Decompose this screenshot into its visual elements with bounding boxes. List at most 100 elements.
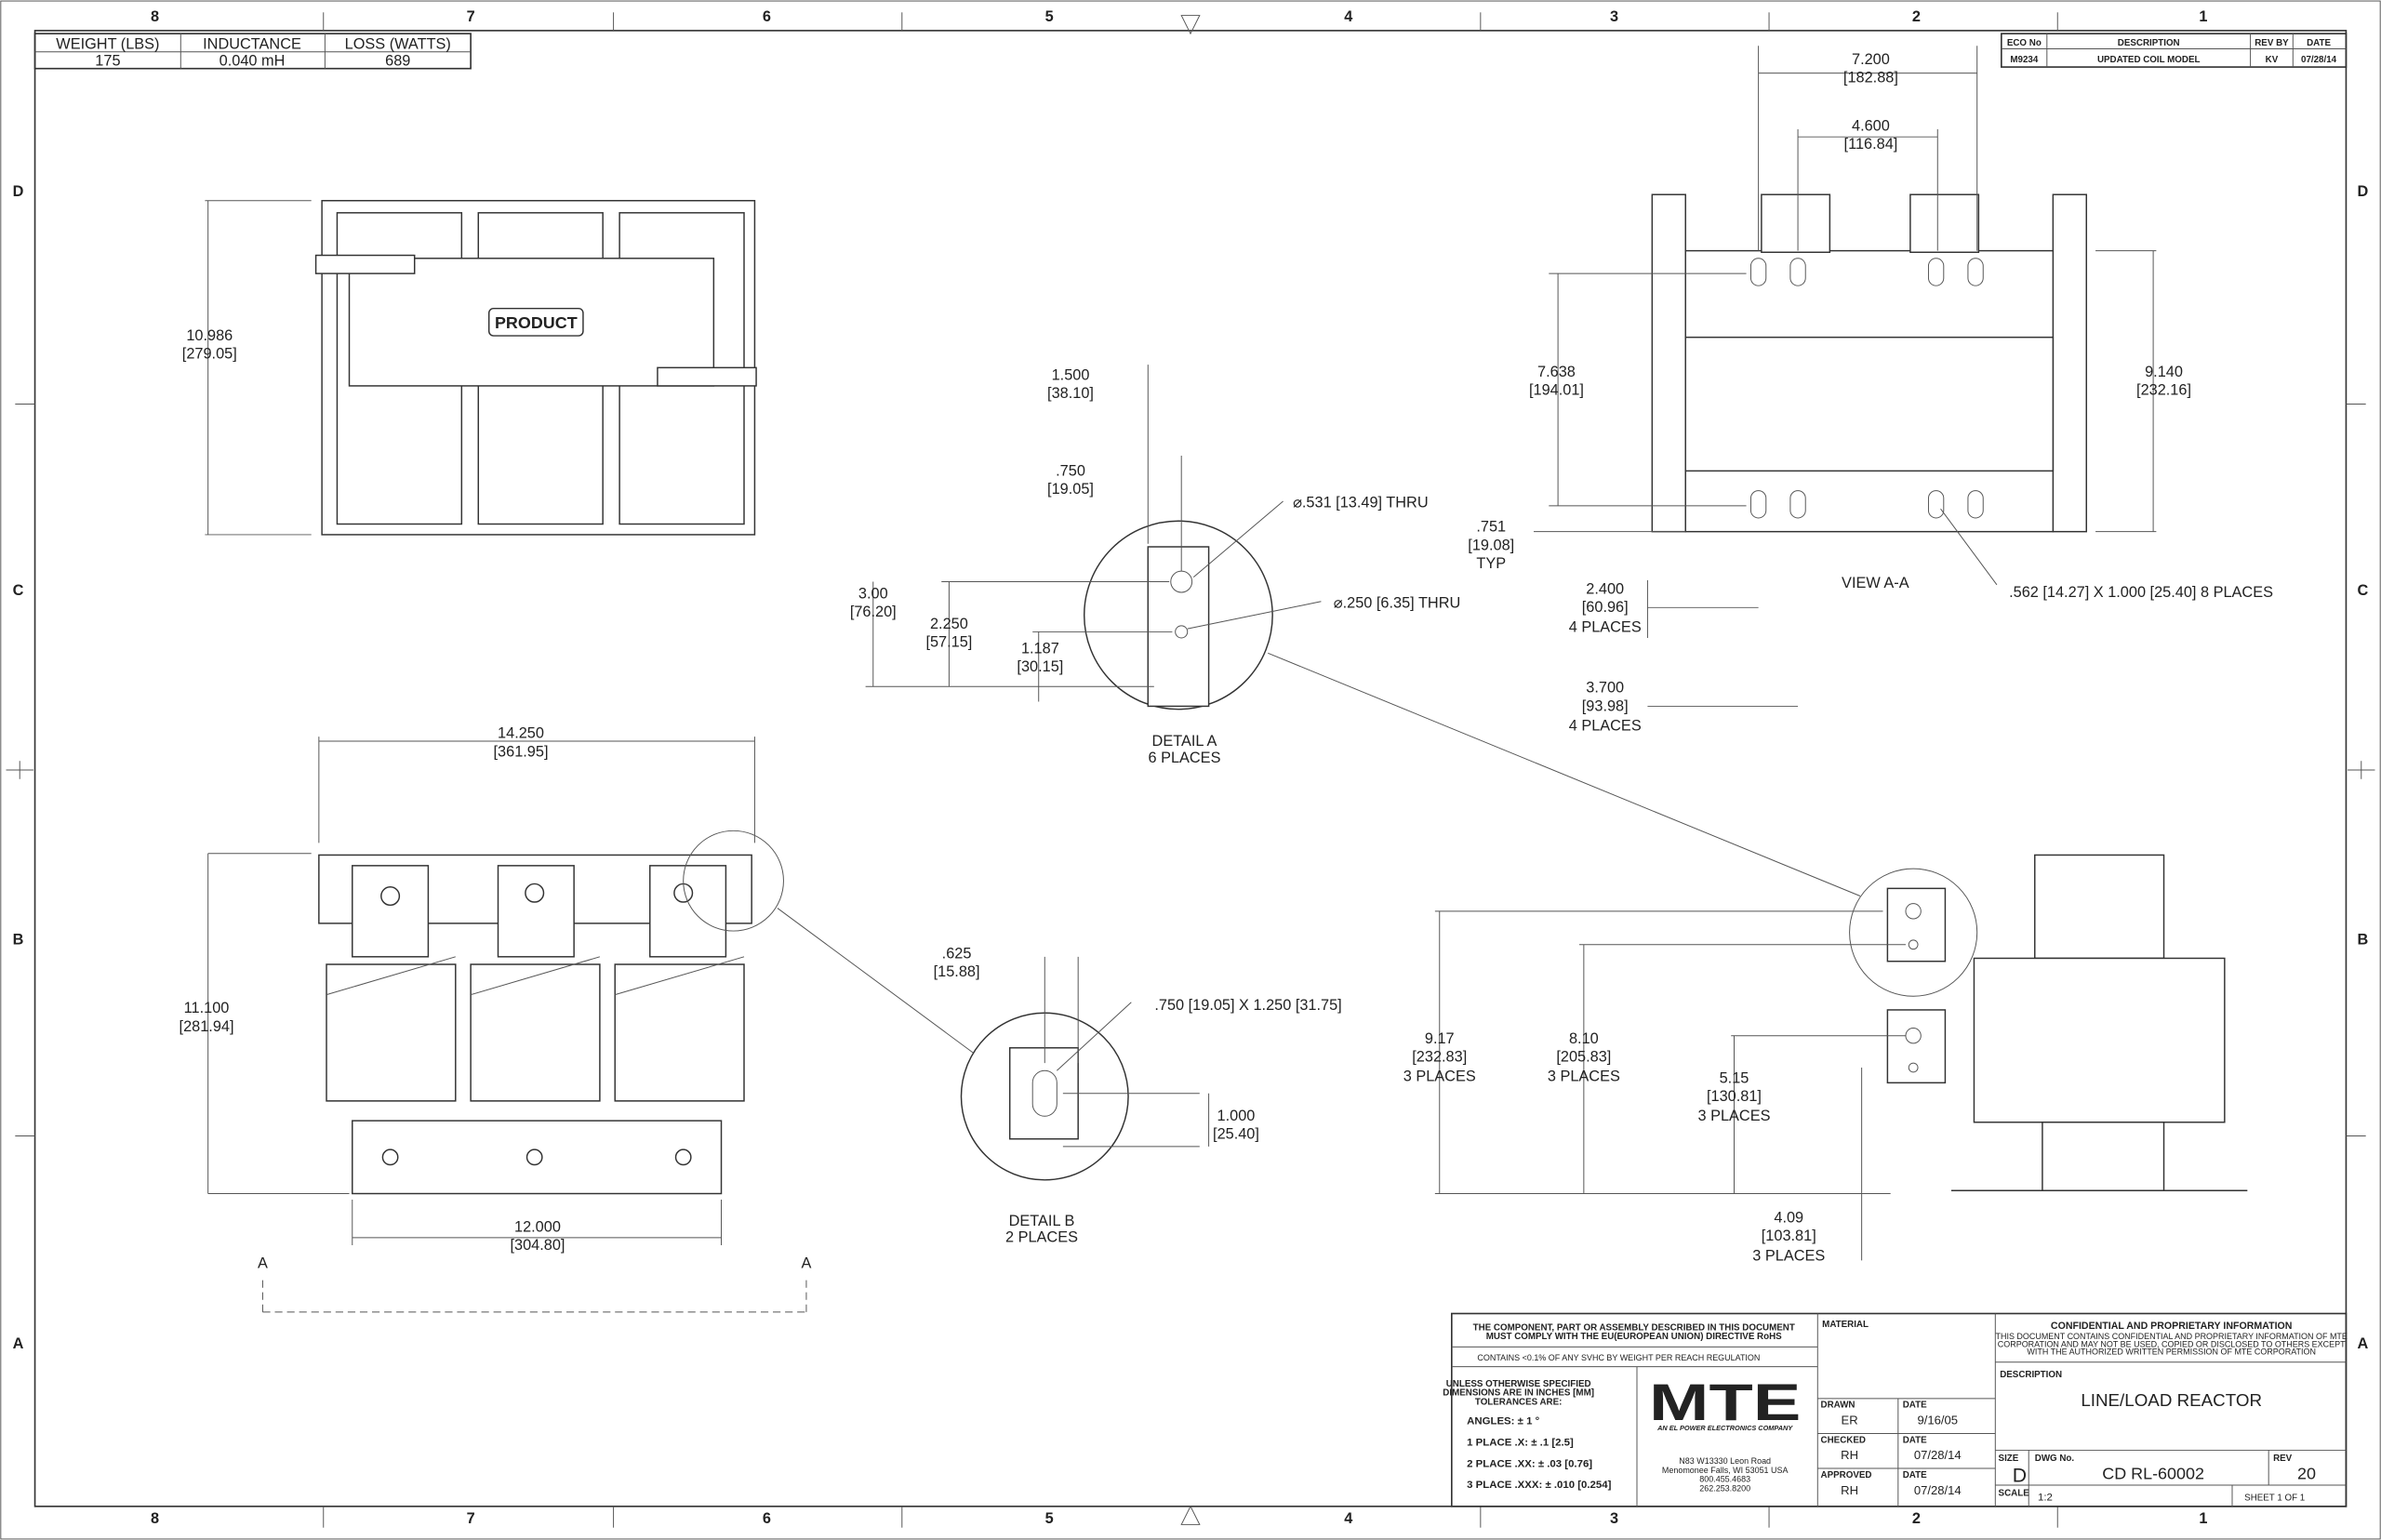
dim-3700: 3.700[93.98]4 PLACES [1569,680,1642,735]
drawing-line [1886,1009,1947,1084]
drawing-text: [15.88] [934,963,980,980]
drawing-text: 2.400 [1586,581,1624,598]
dim-slot-562: .562 [14.27] X 1.000 [25.40] 8 PLACES [2009,584,2273,601]
side-view-reactor [1434,854,2248,1261]
drawing-text: DETAIL B [1009,1213,1075,1229]
drawing-text: 1:2 [2038,1492,2053,1503]
drawing-text: .751 [1476,519,1506,536]
drawing-text: 1.187 [1021,640,1059,657]
drawing-text: .750 [1056,462,1085,479]
dim-300: 3.00[76.20] [850,586,897,621]
drawing-line [1451,1312,2348,1507]
dim-7200: 7.200[182.88] [1843,51,1898,86]
drawing-text: 4.09 [1774,1210,1803,1227]
drawing-text: D [2013,1466,2027,1487]
drawing-text: 2 PLACES [1005,1229,1078,1246]
drawing-line [381,1148,399,1166]
drawing-text: [25.40] [1213,1126,1259,1143]
detail-a [865,365,1861,896]
dim-751: .751[19.08] TYP [1468,519,1514,572]
dim-409: 4.09[103.81]3 PLACES [1752,1210,1825,1265]
drawing-text: 1.500 [1052,366,1090,383]
drawing-line [352,865,430,958]
drawing-text: TOLERANCES ARE: [1475,1397,1562,1407]
drawing-line [6,15,2375,1525]
drawing-line [1973,957,2226,1123]
drawing-line [1651,193,1686,533]
drawing-text: .625 [942,945,972,962]
dim-2400: 2.400[60.96]4 PLACES [1569,581,1642,636]
drawing-text: 12.000 [514,1218,561,1235]
dim-2250: 2.250[57.15] [925,616,972,651]
drawing-line [1451,1313,2347,1507]
drawing-text: CHECKED [1821,1435,1866,1445]
drawing-text: 4 [1344,8,1352,25]
drawing-text: WEIGHT (LBS) [56,35,159,52]
drawing-text: 8 [151,8,159,25]
drawing-text: 3.700 [1586,680,1624,697]
drawing-text: [19.08] [1468,537,1514,553]
drawing-line [2001,33,2348,68]
drawing-text: 1 [2199,1510,2207,1527]
dim-7638: 7.638[194.01] [1529,364,1584,399]
drawing-line [497,865,575,958]
dim-hole-250: ⌀.250 [6.35] THRU [1334,594,1460,611]
drawing-text: THIS DOCUMENT CONTAINS CONFIDENTIAL AND … [1996,1332,2348,1341]
drawing-text: A [13,1335,24,1352]
drawing-line [1749,258,1767,286]
drawing-text: [103.81] [1762,1228,1816,1244]
drawing-text: ER [1842,1414,1858,1427]
drawing-text: [130.81] [1707,1088,1762,1105]
drawing-text: 3 [1610,8,1618,25]
drawing-text: 175 [95,52,120,69]
drawing-text: 07/28/14 [2301,55,2337,65]
drawing-text: 2 [1912,1510,1921,1527]
drawing-text: ECO No [2007,38,2042,48]
drawing-text: 4.600 [1852,118,1890,135]
drawing-line [1967,258,1984,286]
drawing-text: C [13,582,24,599]
drawing-text: 689 [385,52,410,69]
drawing-text: THE COMPONENT, PART OR ASSEMBLY DESCRIBE… [1473,1322,1795,1333]
drawing-text: 07/28/14 [1914,1448,1962,1462]
drawing-line [1684,336,2055,472]
drawing-line [261,1278,807,1313]
drawing-number: CD RL-60002 [2102,1464,2204,1482]
drawing-text: 20 [2297,1464,2316,1482]
drawing-text: 3 PLACES [1403,1069,1476,1085]
drawing-text: 5.15 [1720,1069,1749,1086]
drawing-text: TYP [1476,555,1506,572]
drawing-line [674,1148,692,1166]
detail-b [960,956,1210,1181]
drawing-line [2052,193,2087,533]
view-aa [1533,46,2157,707]
drawing-text: A [2358,1335,2369,1352]
drawing-text: RH [1841,1483,1858,1497]
drawing-text: KV [2266,55,2279,65]
dim-625: .625[15.88] [934,945,980,980]
drawing-text: CONFIDENTIAL AND PROPRIETARY INFORMATION [2051,1321,2293,1332]
drawing-text: LOSS (WATTS) [345,35,451,52]
drawing-line [777,908,988,1064]
drawing-text: DWG No. [2035,1454,2075,1464]
drawing-line [1175,625,1189,639]
drawing-text: [205.83] [1556,1048,1611,1065]
drawing-text: DATE [2307,38,2331,48]
drawing-text: 4 PLACES [1569,618,1642,635]
drawing-text: Menomonee Falls, WI 53051 USA [1662,1466,1789,1475]
drawing-text: C [2358,582,2369,599]
drawing-line [1909,193,1980,253]
section-a-right: A [801,1255,811,1272]
drawing-text: UPDATED COIL MODEL [2097,55,2201,65]
drawing-line [525,883,545,903]
drawing-line [1761,193,1831,253]
drawing-text: 3 [1610,1510,1618,1527]
drawing-text: 2.250 [930,616,968,632]
drawing-text: N83 W13330 Leon Road [1679,1456,1771,1466]
zone-ticks [6,12,2375,1528]
dim-1500: 1.500[38.10] [1047,366,1094,402]
drawing-text: SIZE [1999,1454,2019,1464]
drawing-text: 9.17 [1425,1030,1455,1047]
